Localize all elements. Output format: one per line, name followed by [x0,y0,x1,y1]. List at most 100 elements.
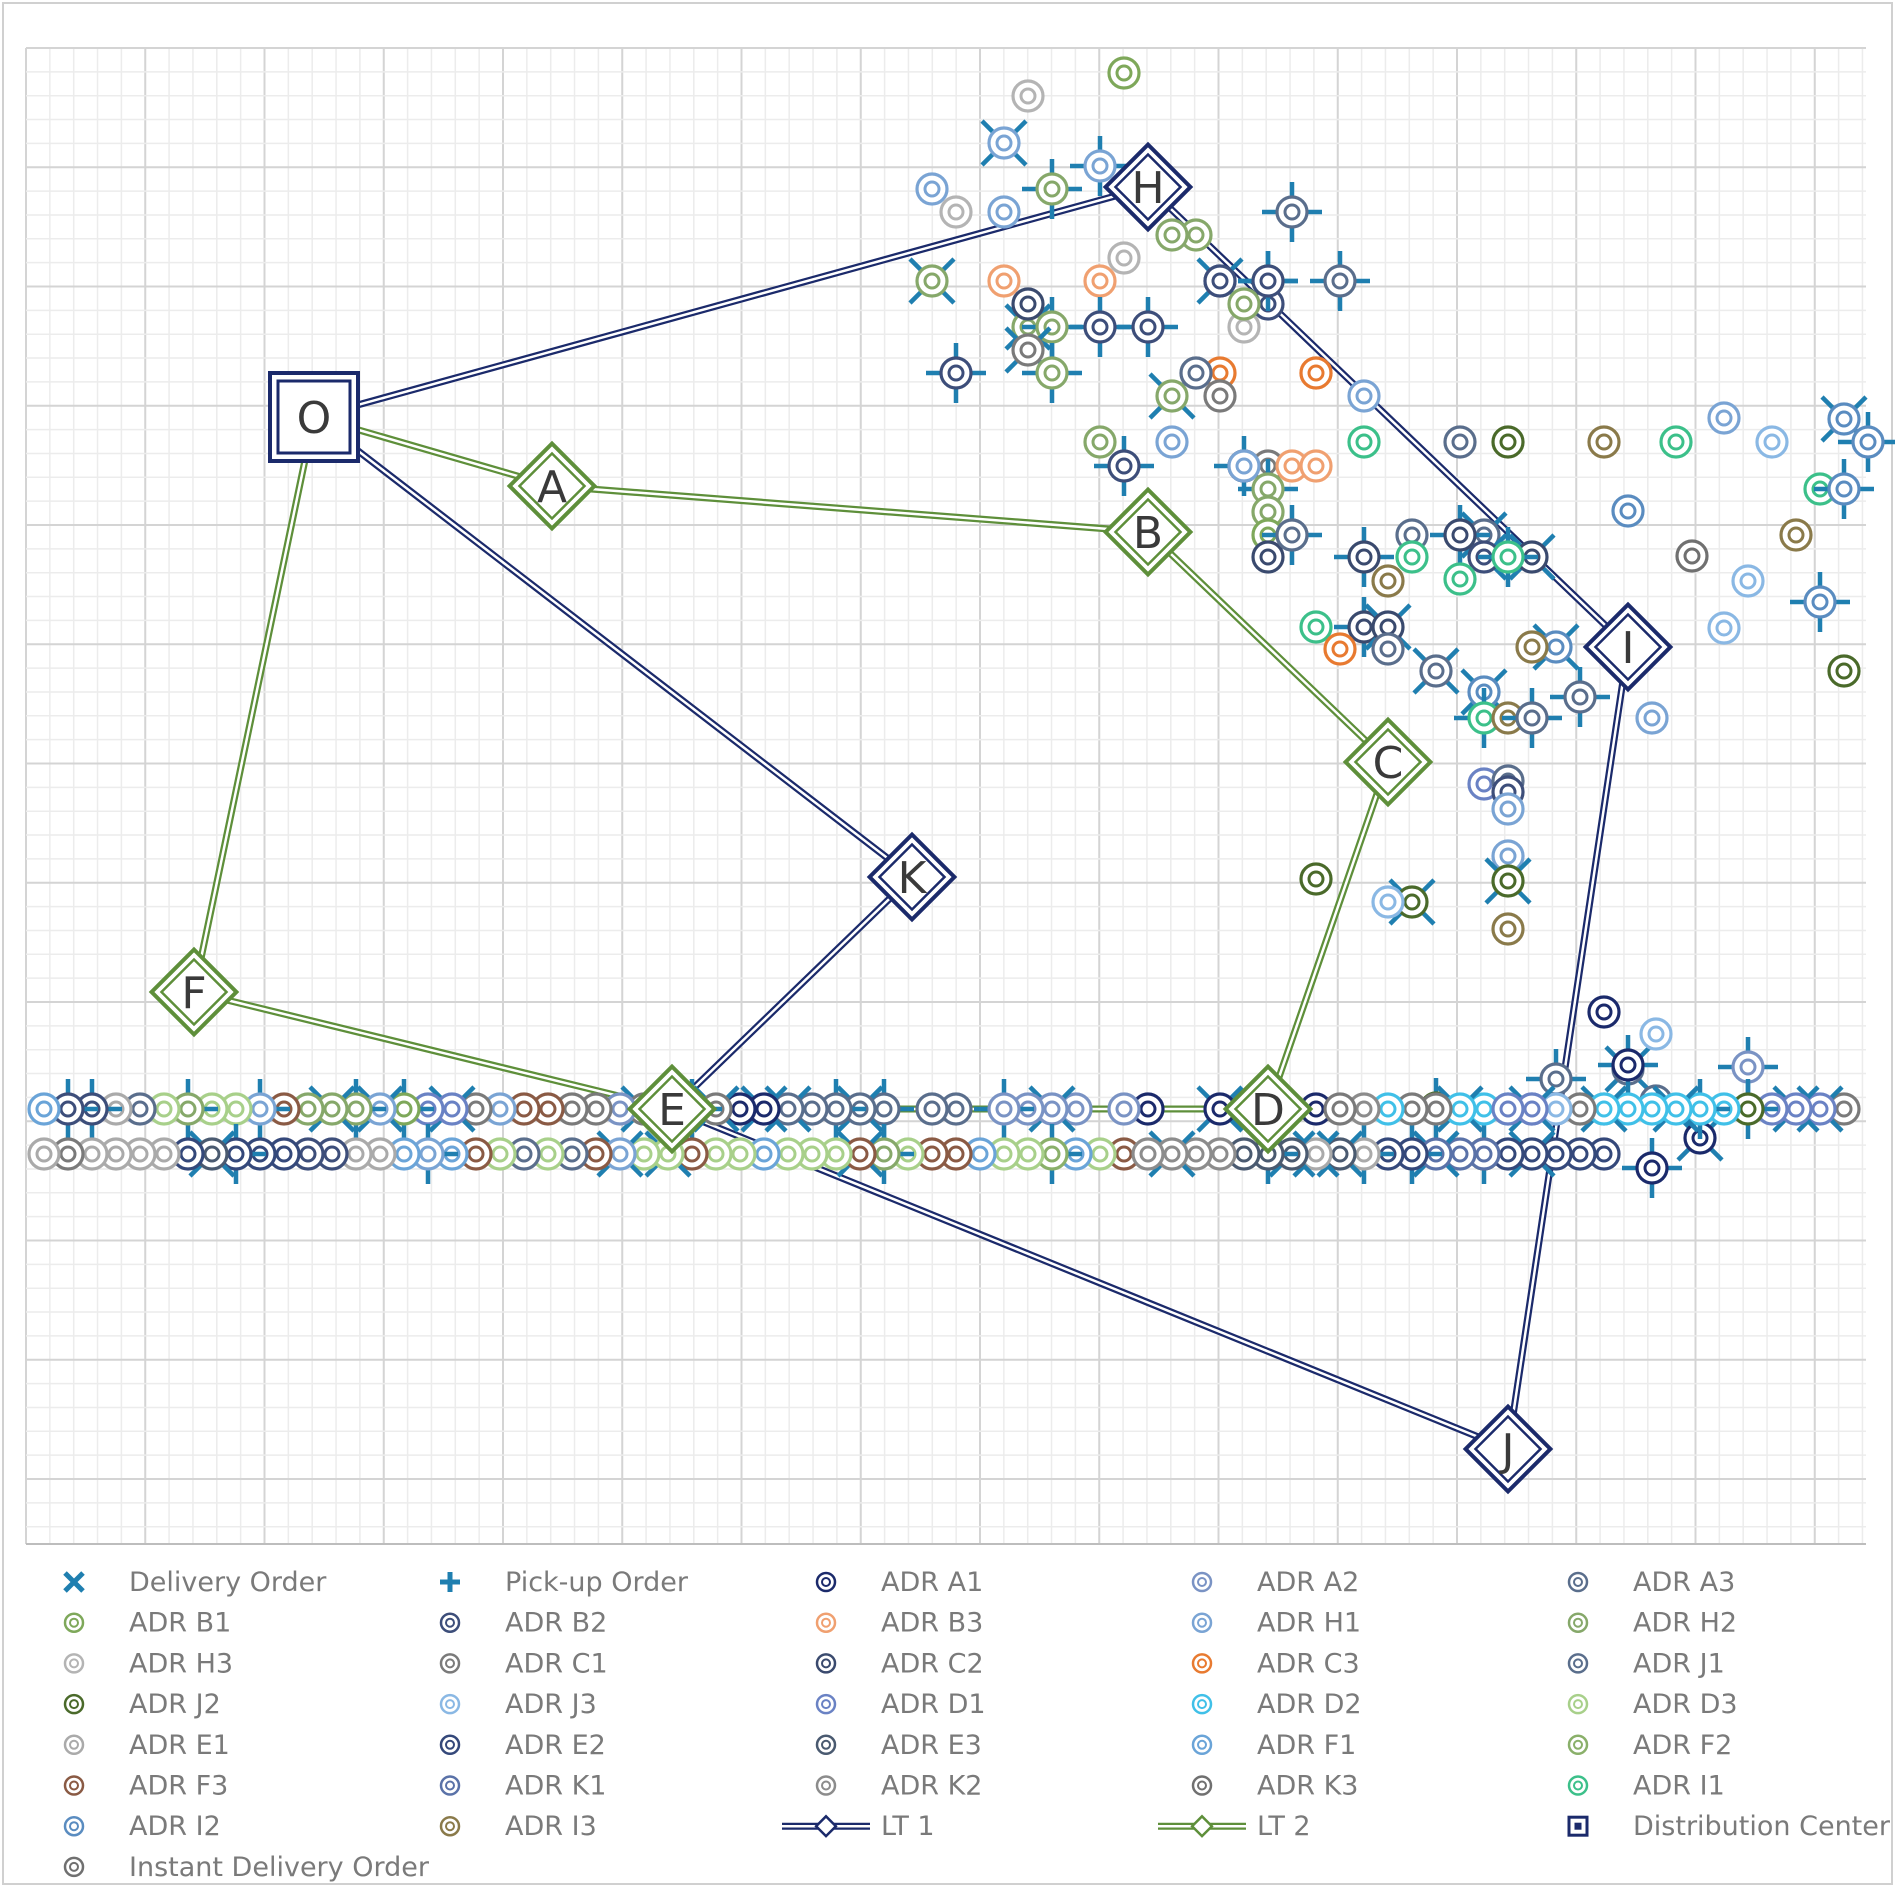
legend-label: ADR H3 [129,1648,233,1679]
legend-item-distribution-center: Distribution Center [1567,1811,1891,1842]
order-ring [1539,1062,1573,1096]
node-b: B [1102,486,1194,578]
order-ring [1155,425,1189,459]
ring-icon [815,1734,837,1756]
legend-item-pick-up-order: Pick-up Order [440,1567,689,1598]
lt2-link-C-D [1264,758,1392,1113]
legend-label: ADR E1 [129,1730,230,1761]
legend-item-adr-f2: ADR F2 [1567,1730,1732,1761]
node-label: E [658,1085,686,1136]
legend-label: ADR D3 [1633,1689,1738,1720]
order-ring [147,1092,181,1126]
node-i: I [1582,601,1674,693]
order-ring [1059,1092,1093,1126]
node-label: K [898,853,928,904]
order-ring [723,1137,757,1171]
order-ring [1635,1151,1669,1185]
order-ring [1803,1092,1837,1126]
node-label: C [1373,738,1404,789]
lt2-link-F-O [190,413,318,996]
order-ring [1107,56,1141,90]
order-ring [1155,379,1189,413]
order-ring [387,1092,421,1126]
legend-item-adr-e1: ADR E1 [63,1730,230,1761]
order-ring [987,126,1021,160]
ring-icon [1191,1775,1213,1796]
order-ring [915,264,949,298]
legend-item-adr-a1: ADR A1 [815,1567,983,1598]
lt2-line-icon [1158,1814,1246,1838]
order-ring [1347,425,1381,459]
order-ring [1251,540,1285,574]
ring-icon [439,1734,461,1756]
ring-icon [1567,1693,1589,1715]
order-ring [1611,1048,1645,1082]
order-ring [1707,611,1741,645]
legend-item-adr-c2: ADR C2 [815,1648,984,1679]
order-ring [699,1137,733,1171]
order-ring [1803,585,1837,619]
order-ring [1827,402,1861,436]
order-ring [1371,885,1405,919]
order-ring [1419,1092,1453,1126]
node-label: H [1131,163,1164,214]
legend-item-adr-i2: ADR I2 [63,1811,221,1842]
order-ring [1491,425,1525,459]
order-ring [1755,425,1789,459]
order-ring [1035,1092,1069,1126]
legend-item-adr-e2: ADR E2 [439,1730,606,1761]
order-ring [1515,701,1549,735]
legend-item-adr-a3: ADR A3 [1567,1567,1735,1598]
node-a: A [506,440,598,532]
ring-icon [815,1653,837,1674]
order-ring [1827,472,1861,506]
ring-icon [439,1693,461,1715]
order-ring [1443,518,1477,552]
ring-icon [439,1653,461,1674]
legend-label: ADR C1 [505,1648,608,1679]
lt2-link-A-B [548,482,1152,536]
order-ring [1587,1092,1621,1126]
legend-label: ADR J2 [129,1689,221,1720]
legend-label: Pick-up Order [505,1567,689,1598]
legend-item-adr-c1: ADR C1 [439,1648,608,1679]
lt1-line-icon [782,1814,870,1838]
order-ring [1011,333,1045,367]
legend-label: ADR E3 [881,1730,982,1761]
order-ring [867,1092,901,1126]
legend-item-adr-k2: ADR K2 [815,1771,983,1802]
order-ring [1395,1137,1429,1171]
order-ring [939,1137,973,1171]
legend-item-adr-d1: ADR D1 [815,1689,986,1720]
legend-item-adr-j1: ADR J1 [1567,1648,1725,1679]
legend-label: ADR J1 [1633,1648,1725,1679]
legend-label: ADR I3 [505,1811,597,1842]
ring-icon [815,1612,837,1633]
distribution-center-icon [1567,1815,1589,1837]
order-ring [27,1137,61,1171]
legend-label: ADR F2 [1633,1730,1732,1761]
node-f: F [148,946,240,1038]
order-ring [1827,654,1861,688]
node-label: J [1499,1425,1515,1476]
order-ring [939,356,973,390]
legend-item-adr-j3: ADR J3 [439,1689,597,1720]
ring-icon [63,1693,85,1715]
legend-item-instant-delivery-order: Instant Delivery Order [63,1852,430,1883]
order-ring [1683,1092,1717,1126]
order-ring [1443,1092,1477,1126]
ring-icon [1567,1653,1589,1674]
legend-item-adr-b1: ADR B1 [63,1608,231,1639]
legend-item-adr-h1: ADR H1 [1191,1608,1361,1639]
order-ring [1203,379,1237,413]
route-links [190,183,1632,1453]
legend-label: ADR F3 [129,1771,228,1802]
order-ring [1275,449,1309,483]
order-ring [1035,1137,1069,1171]
legend-item-adr-f3: ADR F3 [63,1771,228,1802]
legend-label: ADR H2 [1633,1608,1737,1639]
order-ring [1467,701,1501,735]
order-ring [1515,630,1549,664]
